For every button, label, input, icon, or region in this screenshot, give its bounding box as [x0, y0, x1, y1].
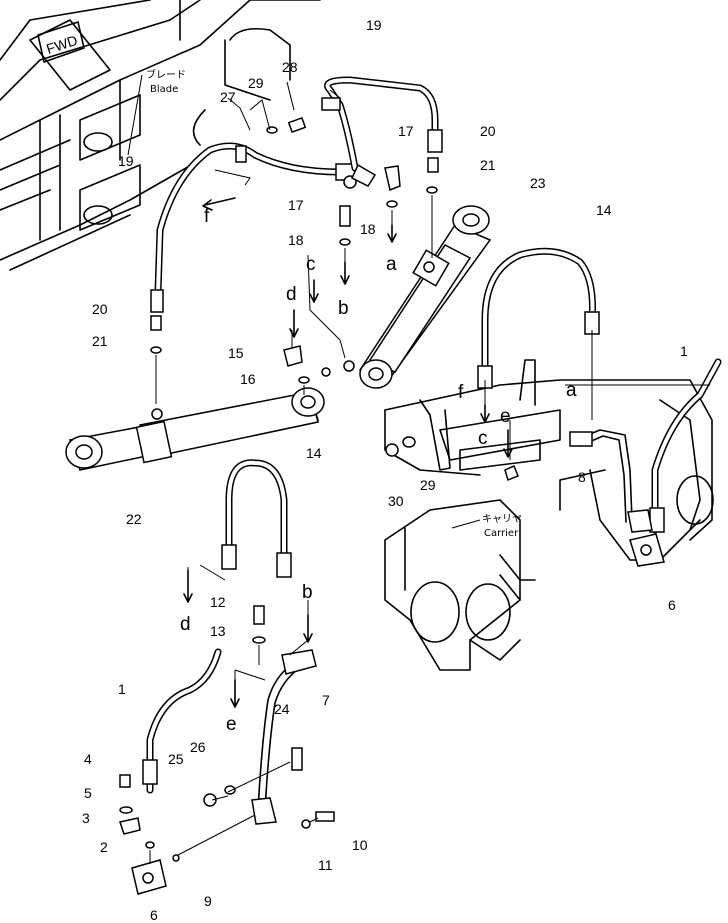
connection-b-lower: b: [302, 582, 313, 603]
connection-b-upper: b: [338, 298, 349, 319]
tube-1-right: [649, 358, 722, 534]
callout-14-lower: 14: [306, 445, 322, 461]
callout-12: 12: [210, 594, 226, 610]
callout-21-left: 21: [92, 333, 108, 349]
callout-1-left: 1: [118, 681, 126, 697]
tube-7: [251, 649, 317, 825]
callout-6-right: 6: [668, 597, 676, 613]
callout-11: 11: [318, 857, 333, 873]
callout-27: 27: [220, 89, 236, 105]
connection-letters: a a b b c c d d e e f f: [180, 206, 577, 735]
connection-a-carrier: a: [566, 380, 577, 401]
callout-18-left: 18: [288, 232, 304, 248]
carrier-structure: キャリヤ Carrier: [384, 359, 714, 671]
blade-label-en: Blade: [150, 84, 178, 95]
callout-23: 23: [530, 175, 546, 191]
flow-arrows: [183, 197, 513, 708]
connection-c-carrier: c: [478, 428, 488, 449]
cylinder-23: [343, 205, 492, 389]
callout-3: 3: [82, 810, 90, 826]
hose-19-right: [321, 76, 443, 187]
connection-d-lower: d: [180, 614, 191, 635]
callout-14-upper: 14: [596, 202, 612, 218]
callout-1-right: 1: [680, 343, 688, 359]
callout-7: 7: [322, 692, 330, 708]
callout-30: 30: [388, 493, 404, 509]
callout-20-right: 20: [480, 123, 496, 139]
callout-8: 8: [578, 469, 586, 485]
tube-8: [569, 429, 653, 533]
connection-f-upper: f: [204, 206, 210, 227]
callout-5: 5: [84, 785, 92, 801]
callout-19-left: 19: [118, 153, 134, 169]
callout-9: 9: [204, 893, 212, 909]
callout-4: 4: [84, 751, 92, 767]
blade-label-jp: ブレード: [146, 68, 186, 81]
callout-2: 2: [100, 839, 108, 855]
connection-d-upper: d: [286, 284, 297, 305]
block-6-right: [629, 533, 665, 567]
callout-29-top: 29: [248, 75, 264, 91]
callout-25: 25: [168, 751, 184, 767]
connection-e-lower: e: [226, 714, 237, 735]
callout-10: 10: [352, 837, 368, 853]
connection-f-carrier: f: [458, 382, 464, 403]
hose-14-lower: [221, 459, 292, 578]
connection-a-upper: a: [386, 254, 397, 275]
hose-19-left: [150, 142, 357, 313]
callout-13: 13: [210, 623, 226, 639]
part-callouts: 1 1 2 3 4 5 6 6 7 8 9 10 11 12 13 14 14 …: [82, 17, 688, 923]
fittings: [119, 116, 519, 862]
callout-6-left: 6: [150, 907, 158, 923]
connection-c-upper: c: [306, 254, 316, 275]
carrier-label-en: Carrier: [484, 528, 519, 539]
callout-17-left: 17: [288, 197, 304, 213]
callout-29-carrier: 29: [420, 477, 436, 493]
callout-21-right: 21: [480, 157, 496, 173]
callout-26: 26: [190, 739, 206, 755]
callout-24: 24: [274, 701, 290, 717]
callout-16: 16: [240, 371, 256, 387]
carrier-label-jp: キャリヤ: [482, 514, 522, 525]
callout-18-right: 18: [360, 221, 376, 237]
leader-lines: [149, 81, 710, 864]
callout-19-top: 19: [366, 17, 382, 33]
callout-20-left: 20: [92, 301, 108, 317]
callout-28: 28: [282, 59, 298, 75]
callout-17-right: 17: [398, 123, 414, 139]
callout-15: 15: [228, 345, 244, 361]
tube-1-left: [142, 648, 222, 794]
connection-e-carrier: e: [500, 406, 511, 427]
callout-22: 22: [126, 511, 142, 527]
hose-14-upper: [477, 247, 600, 389]
block-6-left: [131, 859, 167, 895]
cylinder-22: [65, 367, 331, 471]
